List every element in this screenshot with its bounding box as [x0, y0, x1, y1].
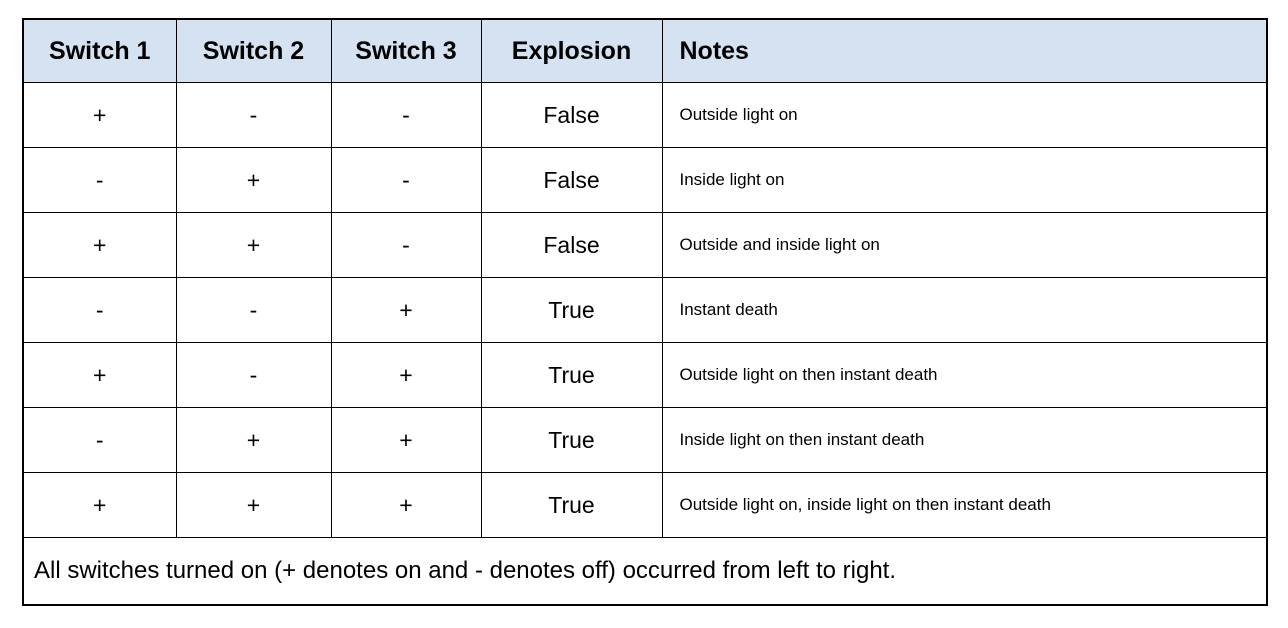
cell-explosion: False: [480, 212, 663, 278]
cell-switch-3: +: [330, 407, 482, 473]
cell-switch-1: -: [22, 407, 177, 473]
cell-switch-2: +: [175, 472, 332, 538]
cell-switch-3: +: [330, 277, 482, 343]
table-row: + - + True Outside light on then instant…: [22, 342, 1268, 408]
cell-switch-1: -: [22, 277, 177, 343]
table-row: + - - False Outside light on: [22, 82, 1268, 148]
column-header-switch-1: Switch 1: [22, 18, 177, 83]
cell-switch-3: -: [330, 82, 482, 148]
cell-explosion: False: [480, 147, 663, 213]
cell-switch-1: +: [22, 342, 177, 408]
cell-explosion: True: [480, 277, 663, 343]
cell-switch-2: -: [175, 82, 332, 148]
table-row: - + - False Inside light on: [22, 147, 1268, 213]
cell-notes: Inside light on then instant death: [661, 407, 1268, 473]
table-header: Switch 1 Switch 2 Switch 3 Explosion Not…: [22, 18, 1268, 83]
column-header-switch-2: Switch 2: [175, 18, 332, 83]
table-footnote: All switches turned on (+ denotes on and…: [22, 537, 1268, 606]
cell-notes: Outside light on, inside light on then i…: [661, 472, 1268, 538]
cell-notes: Outside light on: [661, 82, 1268, 148]
table-row: - + + True Inside light on then instant …: [22, 407, 1268, 473]
table-body: + - - False Outside light on - + - False…: [22, 82, 1268, 606]
switch-explosion-truth-table: Switch 1 Switch 2 Switch 3 Explosion Not…: [22, 18, 1268, 606]
cell-notes: Instant death: [661, 277, 1268, 343]
cell-notes: Outside light on then instant death: [661, 342, 1268, 408]
cell-switch-1: +: [22, 212, 177, 278]
cell-notes: Inside light on: [661, 147, 1268, 213]
table-row: + + - False Outside and inside light on: [22, 212, 1268, 278]
cell-switch-2: +: [175, 147, 332, 213]
cell-switch-3: +: [330, 342, 482, 408]
cell-explosion: False: [480, 82, 663, 148]
cell-switch-2: +: [175, 212, 332, 278]
cell-switch-3: +: [330, 472, 482, 538]
cell-switch-2: +: [175, 407, 332, 473]
column-header-notes: Notes: [661, 18, 1268, 83]
cell-switch-1: +: [22, 472, 177, 538]
cell-switch-1: +: [22, 82, 177, 148]
cell-switch-2: -: [175, 277, 332, 343]
header-row: Switch 1 Switch 2 Switch 3 Explosion Not…: [22, 18, 1268, 83]
cell-switch-3: -: [330, 212, 482, 278]
cell-explosion: True: [480, 407, 663, 473]
cell-switch-3: -: [330, 147, 482, 213]
cell-switch-2: -: [175, 342, 332, 408]
column-header-switch-3: Switch 3: [330, 18, 482, 83]
cell-switch-1: -: [22, 147, 177, 213]
table-row: - - + True Instant death: [22, 277, 1268, 343]
column-header-explosion: Explosion: [480, 18, 663, 83]
table-footer-row: All switches turned on (+ denotes on and…: [22, 537, 1268, 606]
cell-explosion: True: [480, 472, 663, 538]
cell-notes: Outside and inside light on: [661, 212, 1268, 278]
truth-table-container: Switch 1 Switch 2 Switch 3 Explosion Not…: [22, 18, 1268, 606]
table-row: + + + True Outside light on, inside ligh…: [22, 472, 1268, 538]
cell-explosion: True: [480, 342, 663, 408]
